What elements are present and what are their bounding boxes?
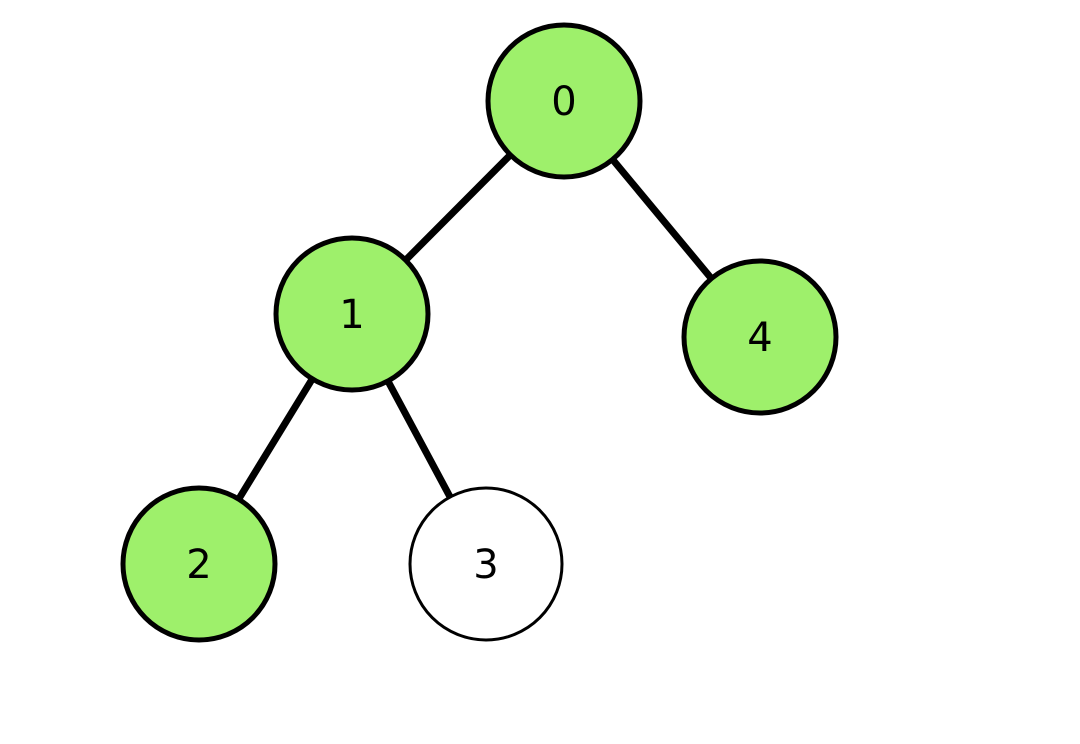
graph-edge-1-3 [383, 377, 454, 500]
graph-node-1[interactable]: 1 [273, 235, 431, 393]
graph-node-circle-1[interactable] [273, 235, 431, 393]
graph-edge-0-1 [401, 150, 515, 265]
graph-node-circle-0[interactable] [485, 22, 643, 180]
graph-node-2[interactable]: 2 [120, 485, 278, 643]
graph-node-4[interactable]: 4 [681, 258, 839, 416]
graph-edge-1-2 [234, 374, 317, 504]
graph-node-circle-3[interactable] [408, 486, 564, 642]
edges-layer [234, 150, 716, 504]
graph-node-label-2: 2 [186, 542, 211, 588]
graph-edge-0-4 [608, 155, 716, 283]
graph-node-label-0: 0 [551, 79, 576, 125]
nodes-layer: 0 1 4 2 3 [120, 22, 839, 643]
graph-node-circle-4[interactable] [681, 258, 839, 416]
graph-node-3[interactable]: 3 [408, 486, 564, 642]
graph-node-label-1: 1 [339, 292, 364, 338]
graph-node-label-4: 4 [747, 315, 772, 361]
graph-node-label-3: 3 [473, 542, 498, 588]
graph-node-circle-2[interactable] [120, 485, 278, 643]
graph-node-0[interactable]: 0 [485, 22, 643, 180]
